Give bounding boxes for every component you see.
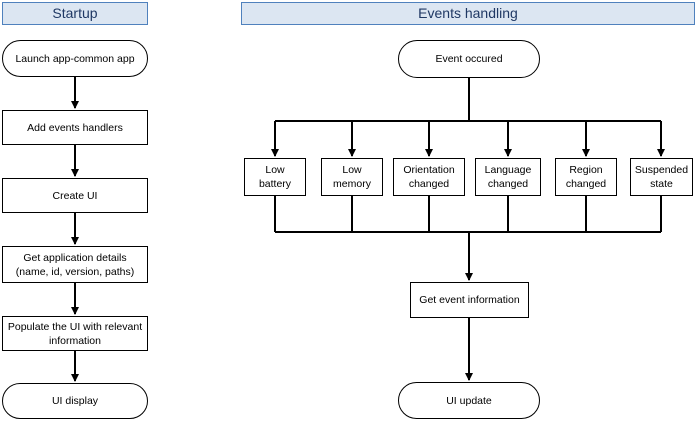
node-orientation-changed: Orientation changed <box>393 158 465 196</box>
node-ui-display-label: UI display <box>51 395 99 407</box>
node-event-occured: Event occured <box>398 40 540 78</box>
node-ui-display: UI display <box>2 383 148 419</box>
node-orientation-changed-label: Orientation changed <box>403 164 455 190</box>
node-low-memory-label: Low memory <box>333 164 371 190</box>
node-suspended-state-label: Suspended state <box>634 164 689 190</box>
events-handling-header-label: Events handling <box>418 5 518 21</box>
node-launch-app: Launch app-common app <box>2 40 148 77</box>
node-low-battery-label: Low battery <box>258 164 292 190</box>
node-suspended-state: Suspended state <box>630 158 693 196</box>
node-launch-app-label: Launch app-common app <box>15 52 135 65</box>
node-add-events-handlers-label: Add events handlers <box>27 121 123 134</box>
node-create-ui-label: Create UI <box>52 189 98 202</box>
node-language-changed: Language changed <box>475 158 541 196</box>
events-handling-header: Events handling <box>241 2 695 25</box>
node-get-application-details: Get application details (name, id, versi… <box>2 246 148 283</box>
node-get-event-information-label: Get event information <box>419 294 520 306</box>
node-language-changed-label: Language changed <box>484 164 532 190</box>
node-populate-ui-label: Populate the UI with relevant informatio… <box>7 320 143 347</box>
node-add-events-handlers: Add events handlers <box>2 110 148 145</box>
node-get-event-information: Get event information <box>410 282 529 318</box>
node-get-application-details-label: Get application details (name, id, versi… <box>15 251 135 278</box>
node-create-ui: Create UI <box>2 178 148 213</box>
node-ui-update: UI update <box>398 382 540 419</box>
node-low-battery: Low battery <box>244 158 306 196</box>
startup-header: Startup <box>2 2 148 25</box>
node-event-occured-label: Event occured <box>435 53 503 65</box>
node-region-changed: Region changed <box>555 158 617 196</box>
node-low-memory: Low memory <box>321 158 383 196</box>
node-region-changed-label: Region changed <box>565 164 607 190</box>
startup-header-label: Startup <box>52 5 98 21</box>
node-populate-ui: Populate the UI with relevant informatio… <box>2 316 148 351</box>
node-ui-update-label: UI update <box>446 394 492 407</box>
